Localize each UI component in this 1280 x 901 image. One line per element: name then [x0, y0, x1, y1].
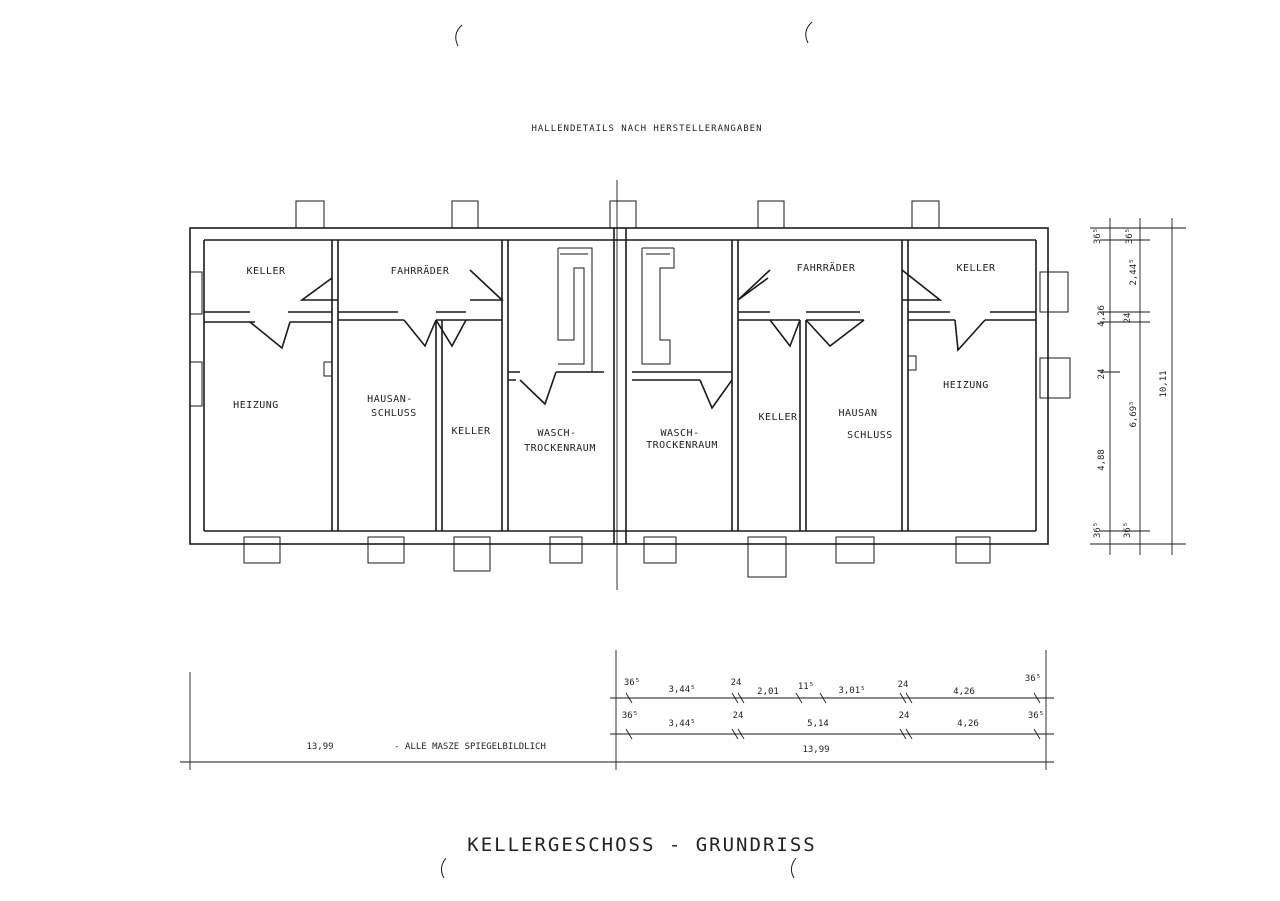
- hdim-row2-4: 5,14: [807, 719, 829, 729]
- room-hausanschluss-left-2: SCHLUSS: [371, 408, 417, 419]
- horizontal-dimension-lines: [180, 650, 1054, 770]
- room-wasch-right-1: WASCH-: [660, 428, 699, 439]
- room-keller-mid-left: KELLER: [451, 426, 491, 437]
- hdim-row1-8: 4,26: [953, 687, 975, 697]
- hdim-row1-2: 3,44⁵: [668, 685, 695, 695]
- room-wasch-left-2: TROCKENRAUM: [524, 443, 596, 454]
- vdim-inner-1: 36⁵: [1125, 228, 1135, 244]
- punch-hole-marks: [440, 21, 813, 879]
- vertical-dimension-lines: [1090, 218, 1186, 555]
- room-hausanschluss-left-1: HAUSAN-: [367, 394, 413, 405]
- vdim-inner-2: 2,44⁵: [1129, 258, 1139, 285]
- hdim-row2-7: 36⁵: [1028, 711, 1044, 721]
- light-wells: [189, 271, 1071, 578]
- vdim-inner-5: 36⁵: [1123, 522, 1133, 538]
- hdim-row2-6: 4,26: [957, 719, 979, 729]
- stair-right: [641, 247, 675, 365]
- room-wasch-left-1: WASCH-: [537, 428, 576, 439]
- hdim-row1-1: 36⁵: [624, 678, 640, 688]
- hdim-row1-4: 2,01: [757, 687, 779, 697]
- room-fahrraeder-right: FAHRRÄDER: [797, 261, 856, 274]
- drawing-title: KELLERGESCHOSS - GRUNDRISS: [467, 834, 816, 856]
- hdim-row2-2: 3,44⁵: [668, 719, 695, 729]
- room-fahrraeder-left: FAHRRÄDER: [391, 264, 450, 277]
- room-hausanschluss-right-2: SCHLUSS: [847, 430, 893, 441]
- room-keller-top-left: KELLER: [246, 266, 286, 277]
- chimneys: [295, 200, 940, 229]
- hdim-row2-3: 24: [733, 711, 744, 721]
- hdim-row1-3: 24: [731, 678, 742, 688]
- vdim-outer-3: 24: [1097, 369, 1107, 380]
- room-wasch-right-2: TROCKENRAUM: [646, 440, 718, 451]
- interior-walls-right: [632, 240, 1036, 531]
- outer-walls: [189, 227, 1049, 545]
- vdim-outer-4: 4,88: [1097, 449, 1107, 471]
- vdim-outer-5: 36⁵: [1093, 522, 1103, 538]
- hdim-row1-9: 36⁵: [1025, 674, 1041, 684]
- mirror-note: - ALLE MASZE SPIEGELBILDLICH: [394, 742, 546, 752]
- room-keller-top-right: KELLER: [956, 263, 996, 274]
- stair-left: [557, 247, 593, 372]
- header-note: HALLENDETAILS NACH HERSTELLERANGABEN: [531, 124, 762, 134]
- hdim-row1-5: 11⁵: [798, 682, 814, 692]
- hdim-row2-5: 24: [899, 711, 910, 721]
- vdim-outer-1: 36⁵: [1093, 228, 1103, 244]
- hdim-row1-6: 3,01⁵: [838, 686, 865, 696]
- hdim-total-right: 13,99: [802, 745, 829, 755]
- hdim-row1-7: 24: [898, 680, 909, 690]
- room-heizung-right: HEIZUNG: [943, 380, 989, 391]
- interior-walls-left: [204, 240, 604, 531]
- vdim-total: 10,11: [1159, 370, 1169, 397]
- hdim-total-left: 13,99: [306, 742, 333, 752]
- room-hausanschluss-right-1: HAUSAN: [838, 408, 877, 419]
- vdim-inner-3: 24: [1123, 313, 1133, 324]
- meter-markers: [323, 355, 917, 377]
- room-heizung-left: HEIZUNG: [233, 400, 279, 411]
- hdim-row2-1: 36⁵: [622, 711, 638, 721]
- room-keller-mid-right: KELLER: [758, 412, 798, 423]
- vdim-inner-4: 6,69⁵: [1129, 400, 1139, 427]
- vdim-outer-2: 4,26: [1097, 305, 1107, 327]
